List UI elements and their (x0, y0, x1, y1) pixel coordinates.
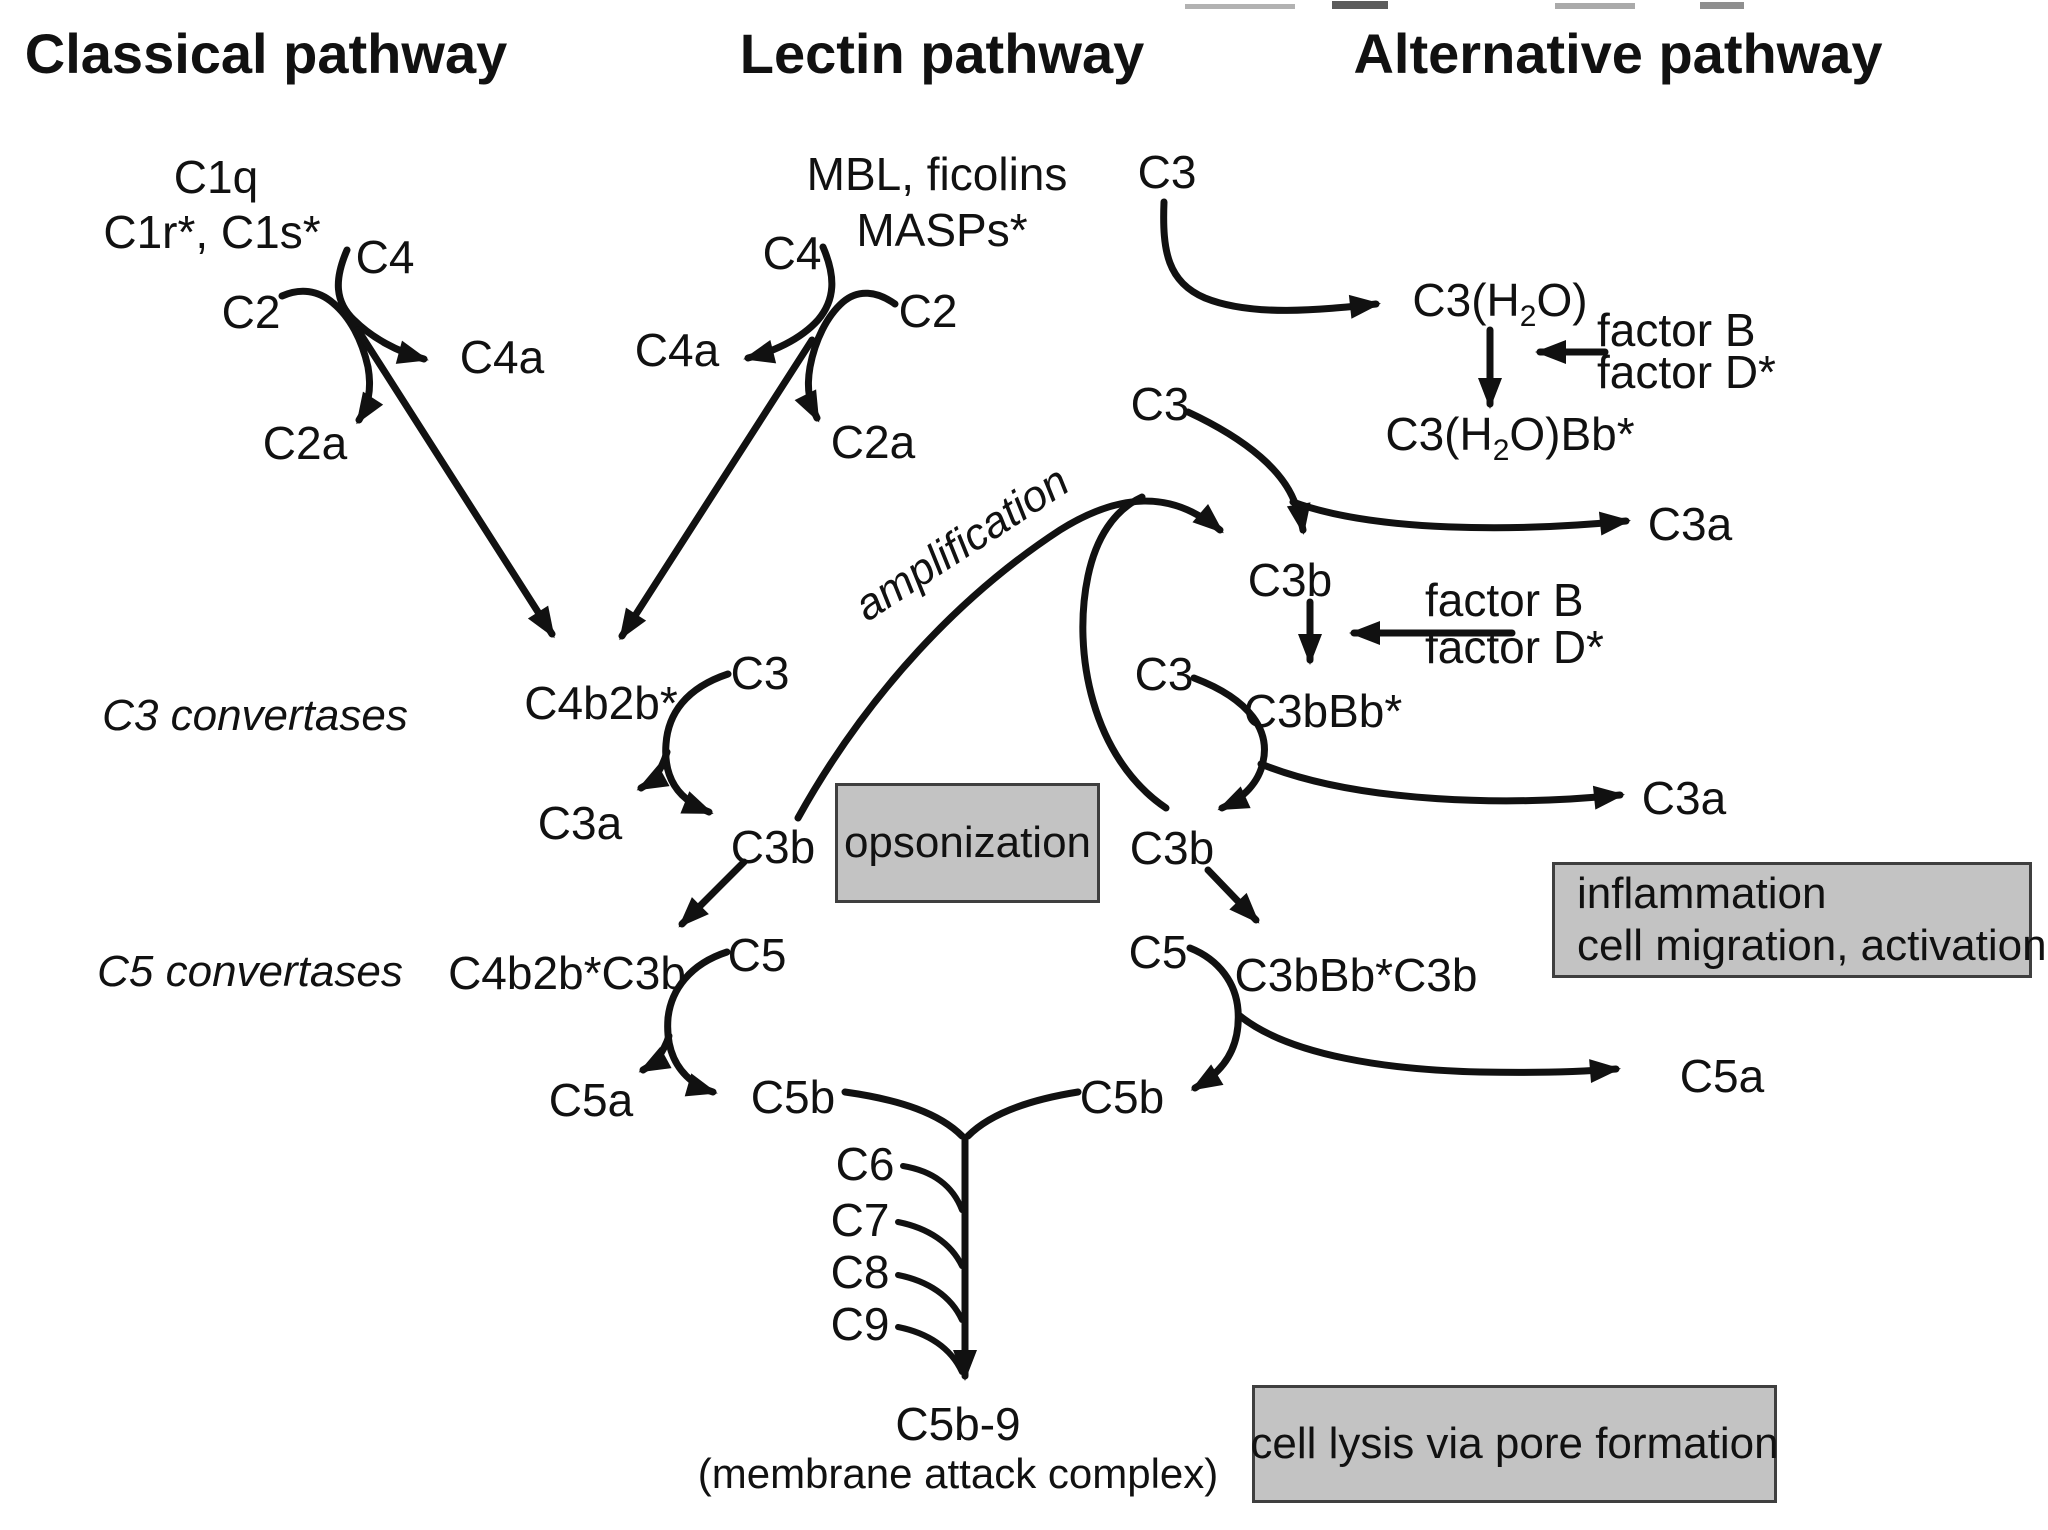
label-c5b-classical: C5b (750, 1071, 836, 1123)
label-c1r-c1s: C1r*, C1s* (103, 206, 321, 258)
label-c3-top-alt: C3 (1137, 146, 1197, 198)
label-c3-2-alt: C3 (1130, 378, 1190, 430)
arrow-c4-to-c4a-lectin (743, 243, 836, 364)
label-factor-d-1: factor D* (1597, 346, 1776, 398)
label-c5-classical: C5 (727, 929, 787, 981)
label-c3b-2-alt: C3b (1129, 822, 1215, 874)
label-c4a-classical: C4a (459, 331, 545, 383)
arrow-c3-to-c3b-alt1 (1184, 408, 1311, 535)
label-factor-d-2: factor D* (1425, 621, 1604, 673)
label-c5-alt: C5 (1128, 926, 1188, 978)
curve-c9-join (895, 1324, 965, 1375)
header-classical-pathway: Classical pathway (24, 22, 508, 85)
inflammation-label: inflammation cell migration, activation (1577, 868, 2047, 972)
c3h2o-pre: C3(H (1412, 274, 1520, 326)
c3h2o-post: O) (1536, 274, 1588, 326)
label-c3-3-alt: C3 (1134, 648, 1194, 700)
label-c3-classical: C3 (730, 647, 790, 699)
arrow-c3-to-c3b-alt2 (1190, 674, 1268, 812)
label-c2a-lectin: C2a (830, 416, 916, 468)
label-c4-classical: C4 (355, 231, 415, 283)
arrow-c4-to-c4a-classical (334, 246, 429, 364)
opsonization-box: opsonization (835, 783, 1100, 903)
label-c3h2obb: C3(H2O)Bb* (1385, 408, 1635, 466)
label-c3bbb: C3bBb* (1243, 685, 1403, 737)
label-factor-b-2: factor B (1425, 574, 1584, 626)
label-masps: MASPs* (856, 204, 1028, 256)
cropped-text-artifact (1185, 1, 1744, 9)
label-c9: C9 (830, 1298, 890, 1350)
label-c6: C6 (835, 1138, 895, 1190)
label-c5b-alt: C5b (1079, 1071, 1165, 1123)
c3h2o-sub: 2 (1519, 300, 1537, 334)
arrow-release-c3a-classical (636, 748, 671, 792)
arrow-release-c3a-2 (1257, 760, 1625, 810)
arrow-c5-to-c5b-classical (664, 948, 731, 1097)
c3h2obb-sub: 2 (1492, 434, 1510, 468)
label-c3a-classical: C3a (537, 797, 623, 849)
curve-c6-join (900, 1163, 965, 1213)
label-c4-lectin: C4 (762, 227, 822, 279)
inflammation-box: inflammation cell migration, activation (1552, 862, 2047, 978)
arrow-c3-to-c3h2o (1160, 198, 1381, 319)
label-c3a-2-alt: C3a (1641, 772, 1727, 824)
label-c8: C8 (830, 1246, 890, 1298)
inflammation-line1: inflammation (1577, 869, 1827, 919)
label-c3-convertases: C3 convertases (102, 691, 408, 740)
curve-c3b-feedback-loop (1079, 493, 1170, 812)
opsonization-label: opsonization (843, 818, 1092, 868)
curve-c5b-left-connector (841, 1088, 966, 1140)
label-c3b-1-alt: C3b (1247, 554, 1333, 606)
arrow-lectin-diagonal (618, 336, 816, 641)
label-c7: C7 (830, 1194, 890, 1246)
inflammation-line2: cell migration, activation (1577, 921, 2047, 970)
label-c2-lectin: C2 (898, 285, 958, 337)
cell-lysis-label: cell lysis via pore formation (1250, 1419, 1779, 1469)
label-c3a-1-alt: C3a (1647, 498, 1733, 550)
curve-c7-join (895, 1219, 965, 1269)
label-c4b2b: C4b2b* (524, 677, 678, 729)
arrow-release-c5a-classical (638, 1032, 673, 1074)
c3h2obb-post: O)Bb* (1509, 408, 1635, 460)
label-c2a-classical: C2a (262, 417, 348, 469)
label-c4b2bc3b: C4b2b*C3b (448, 947, 686, 999)
curve-c5b-right-connector (964, 1088, 1082, 1140)
label-c5a-alt: C5a (1679, 1050, 1765, 1102)
label-c5a-classical: C5a (548, 1074, 634, 1126)
header-alternative-pathway: Alternative pathway (1353, 22, 1883, 85)
label-c2-classical: C2 (221, 286, 281, 338)
arrow-c5-to-c5b-alt (1186, 944, 1242, 1092)
label-c3h2o: C3(H2O) (1412, 274, 1588, 332)
label-c5b-9: C5b-9 (895, 1398, 1021, 1450)
label-c5-convertases: C5 convertases (97, 947, 403, 996)
arrow-c2-to-c2a-classical (278, 287, 384, 425)
label-c3b-central: C3b (730, 821, 816, 873)
arrow-c2-to-c2a-lectin (794, 289, 899, 423)
label-mbl-ficolins: MBL, ficolins (806, 148, 1068, 200)
c3h2obb-pre: C3(H (1385, 408, 1493, 460)
label-c1q: C1q (173, 151, 259, 203)
cell-lysis-box: cell lysis via pore formation (1250, 1385, 1779, 1503)
arrow-amplification (794, 497, 1224, 822)
label-factor-b-1: factor B (1597, 304, 1756, 356)
label-c3bbbc3b: C3bBb*C3b (1234, 949, 1478, 1001)
arrow-c3b-to-c3bbbc3b (1204, 866, 1260, 924)
curve-c8-join (895, 1272, 965, 1323)
arrow-release-c5a-alt (1236, 1012, 1621, 1084)
arrow-classical-diagonal (354, 326, 556, 639)
arrow-c3b-to-c4b2bc3b (678, 858, 748, 928)
label-membrane-attack-complex: (membrane attack complex) (697, 1450, 1219, 1497)
label-c4a-lectin: C4a (634, 324, 720, 376)
header-lectin-pathway: Lectin pathway (739, 22, 1145, 85)
arrow-release-c3a-1 (1289, 498, 1631, 536)
